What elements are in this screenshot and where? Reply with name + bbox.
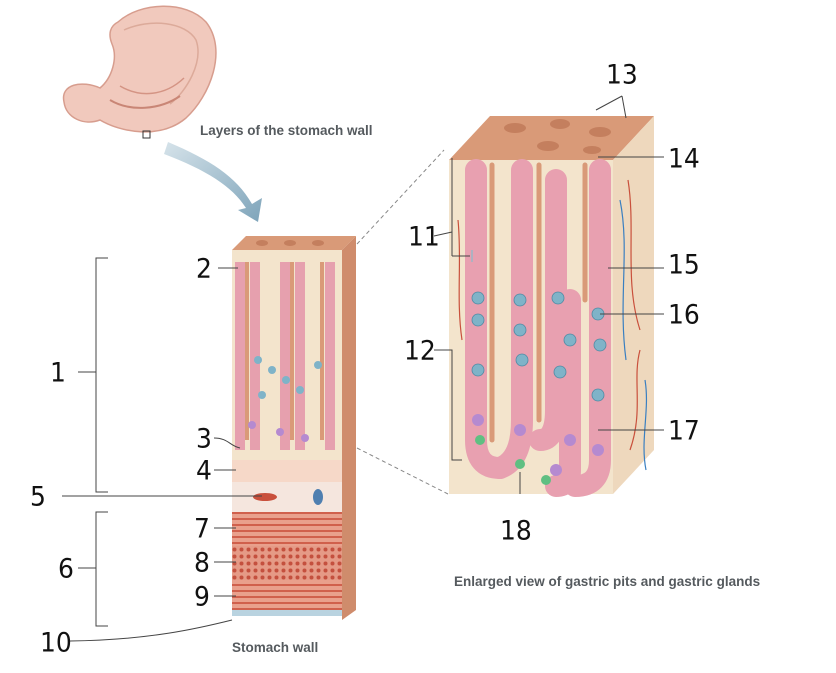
enlarged-gastric-block xyxy=(449,116,654,497)
leader-lines xyxy=(62,95,664,642)
label-4: 4 xyxy=(196,455,212,486)
caption-stomach-wall: Stomach wall xyxy=(232,640,319,655)
label-1: 1 xyxy=(50,357,66,388)
label-10: 10 xyxy=(40,627,72,658)
stomach-wall-block xyxy=(232,236,356,620)
caption-layers-of-stomach-wall: Layers of the stomach wall xyxy=(200,123,373,138)
label-18: 18 xyxy=(500,515,532,546)
label-15: 15 xyxy=(668,249,700,280)
label-6: 6 xyxy=(58,553,74,584)
label-8: 8 xyxy=(194,547,210,578)
label-13: 13 xyxy=(606,59,638,90)
zoom-arrow xyxy=(164,142,262,222)
label-2: 2 xyxy=(196,253,212,284)
label-17: 17 xyxy=(668,415,700,446)
label-3: 3 xyxy=(196,423,212,454)
label-16: 16 xyxy=(668,299,700,330)
label-9: 9 xyxy=(194,581,210,612)
label-12: 12 xyxy=(404,335,436,366)
label-7: 7 xyxy=(194,513,210,544)
label-5: 5 xyxy=(30,481,46,512)
stomach-illustration xyxy=(62,5,217,139)
layer-brackets xyxy=(78,257,108,627)
caption-enlarged-view: Enlarged view of gastric pits and gastri… xyxy=(454,574,761,589)
label-11: 11 xyxy=(408,221,440,252)
label-14: 14 xyxy=(668,143,700,174)
